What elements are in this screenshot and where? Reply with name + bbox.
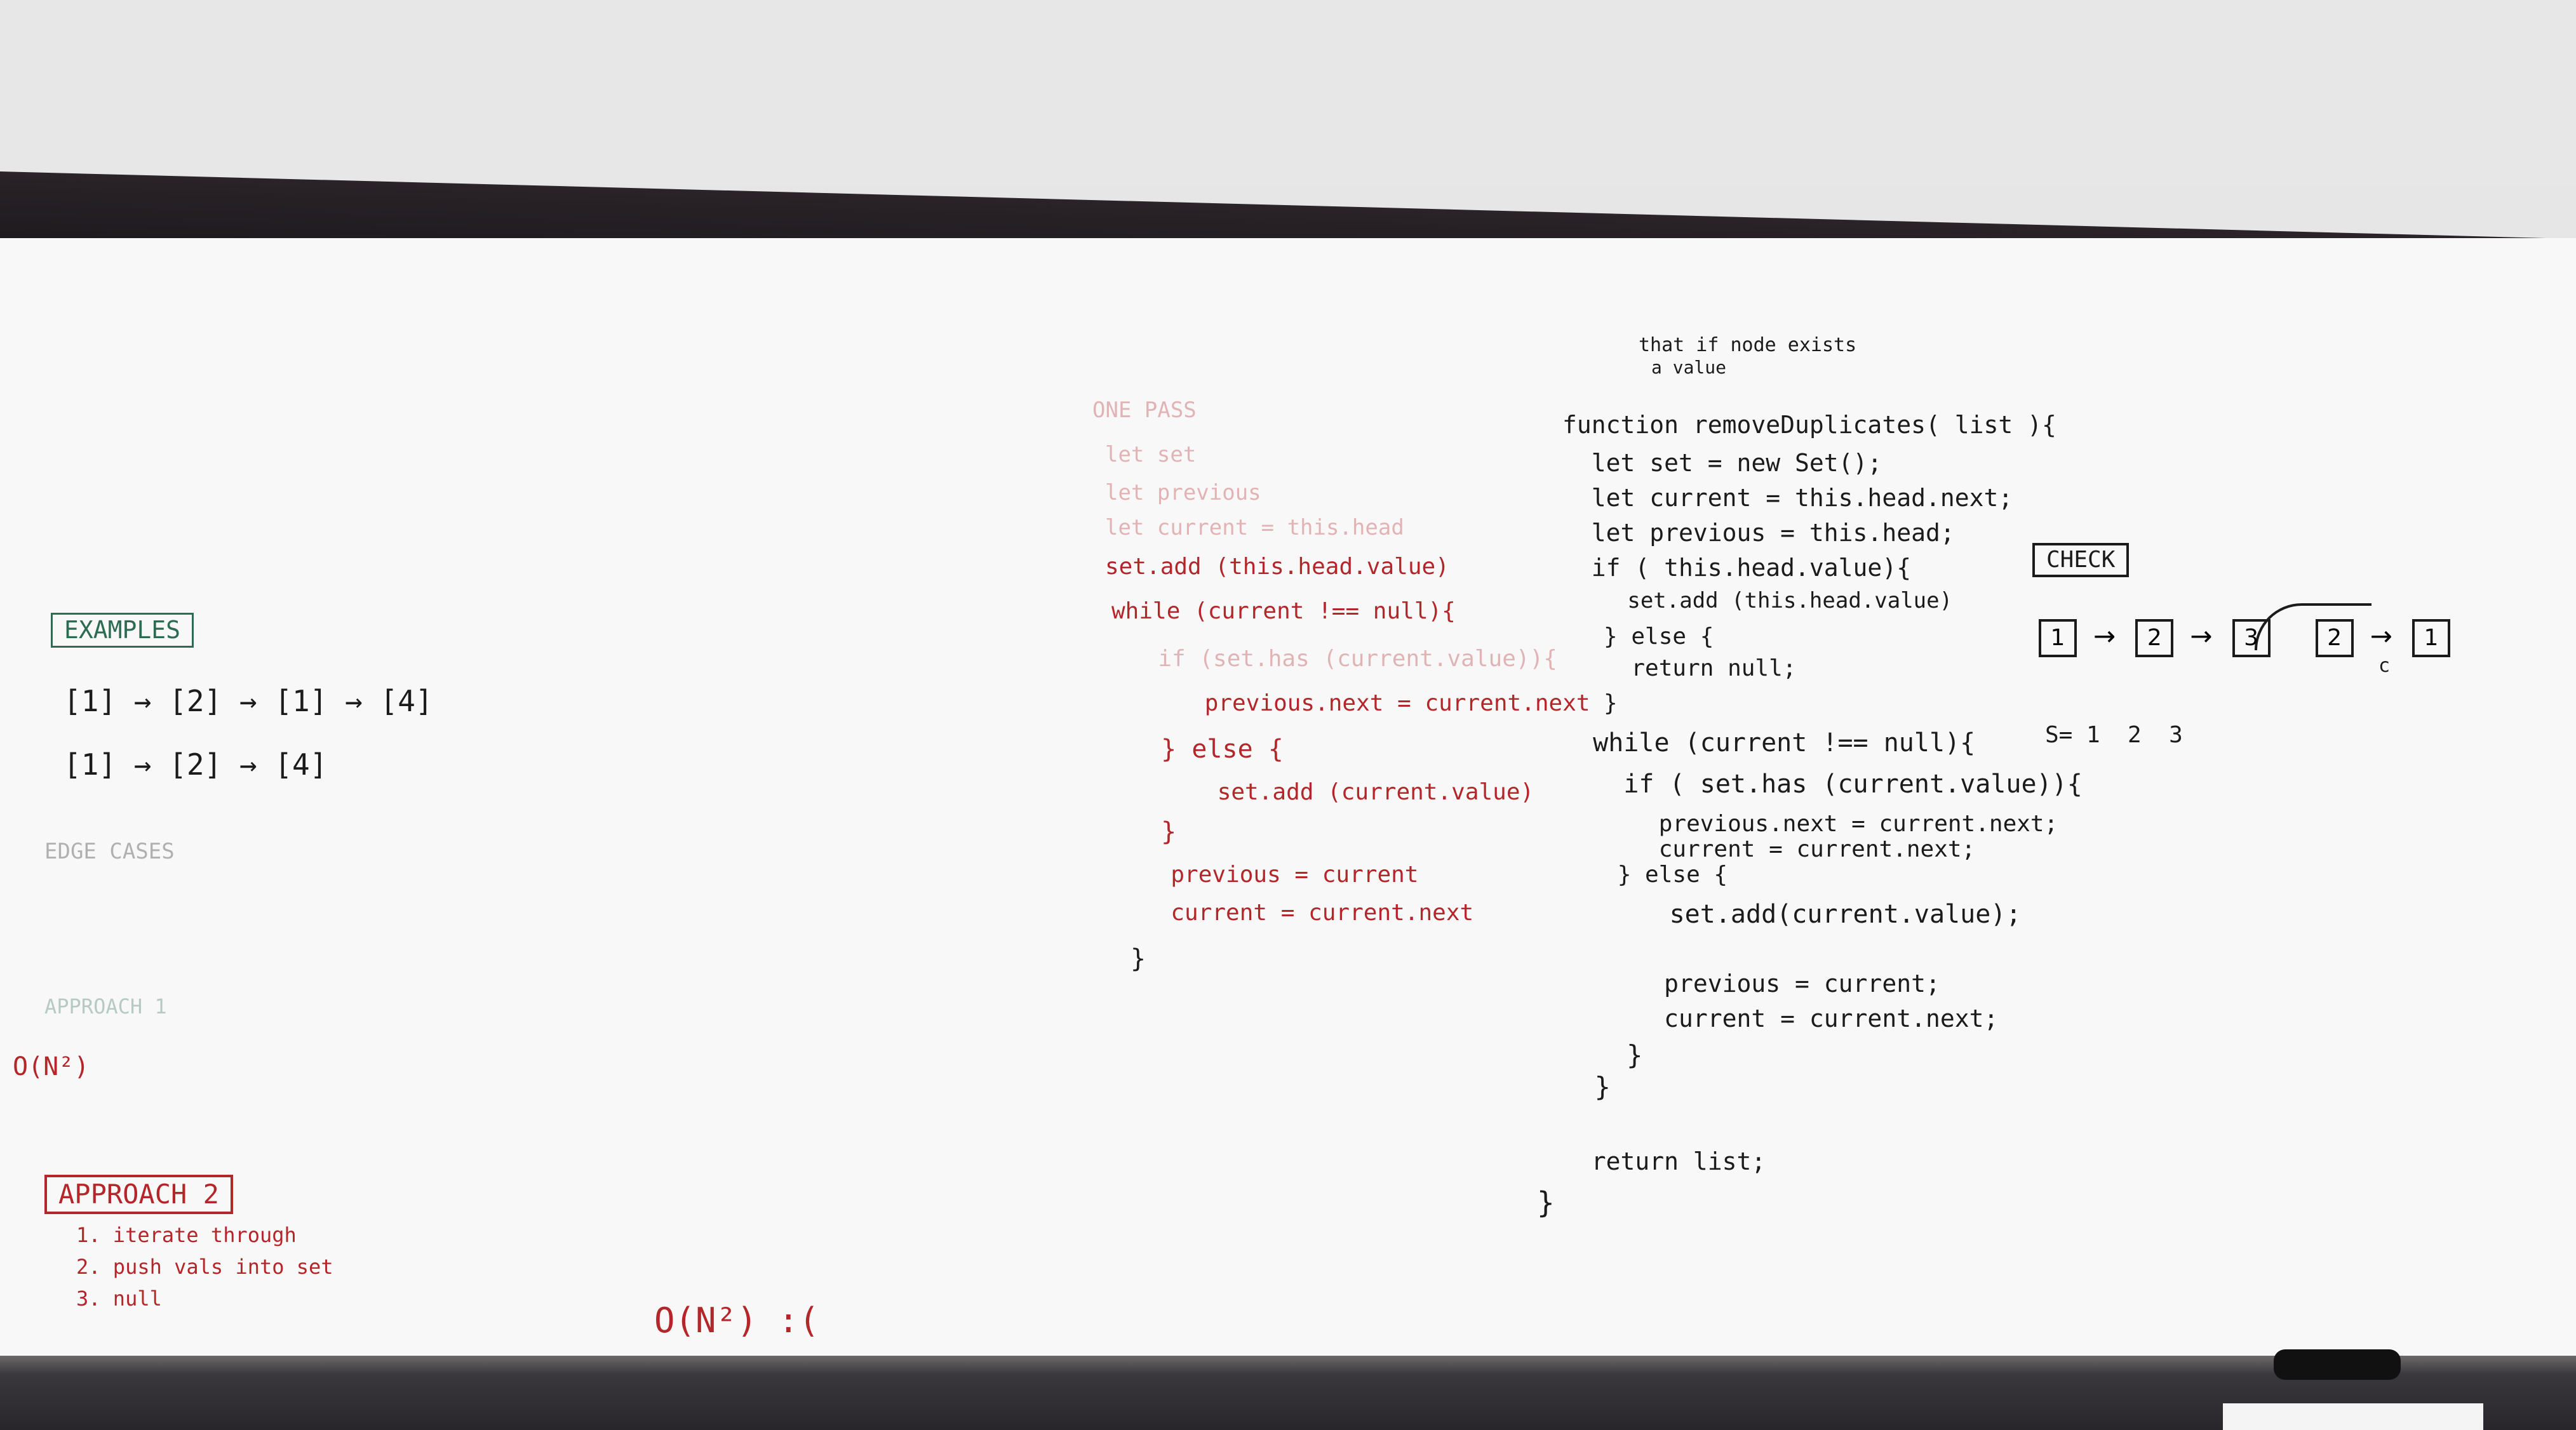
red-line-7: previous.next = current.next bbox=[1150, 690, 1590, 716]
red-line-12: current = current.next bbox=[1143, 900, 1474, 926]
code-line-11: previous.next = current.next; bbox=[1562, 811, 2058, 837]
red-line-1: let set bbox=[1105, 442, 1197, 467]
code-line-18: } bbox=[1562, 1039, 1643, 1071]
code-comment-1: that if node exists bbox=[1639, 334, 1857, 356]
red-line-9: set.add (current.value) bbox=[1162, 779, 1534, 805]
red-line-6: if (set.has (current.value)){ bbox=[1130, 646, 1557, 672]
code-line-9: while (current !== null){ bbox=[1562, 728, 1976, 758]
linked-list-diagram: 1 → 2 → 3 2 → 1 bbox=[2039, 619, 2467, 657]
code-comment-2: a value bbox=[1651, 357, 1727, 378]
edge-cases-label: EDGE CASES bbox=[44, 839, 175, 864]
check-region: CHECK 1 → 2 → 3 2 → 1 c S= 1 2 3 bbox=[2026, 543, 2547, 1064]
eraser bbox=[2274, 1349, 2401, 1380]
tray-label-strip bbox=[2223, 1403, 2483, 1430]
approach-1-label: APPROACH 1 bbox=[44, 994, 167, 1019]
approach-2-step-1: 1. iterate through bbox=[76, 1223, 297, 1247]
code-line-7: return null; bbox=[1562, 655, 1797, 681]
check-label: CHECK bbox=[2032, 543, 2130, 578]
example-1: [1] → [2] → [1] → [4] bbox=[64, 684, 433, 718]
code-line-3: let previous = this.head; bbox=[1562, 519, 1955, 547]
arrow-icon: → bbox=[2093, 620, 2116, 652]
red-code-block: ONE PASS let set let previous let curren… bbox=[1092, 397, 1590, 1159]
red-line-8: } else { bbox=[1130, 735, 1284, 764]
code-line-5: set.add (this.head.value) bbox=[1562, 588, 1953, 613]
red-line-2: let previous bbox=[1105, 480, 1261, 505]
code-line-14: set.add(current.value); bbox=[1562, 900, 2022, 929]
red-line-3: let current = this.head bbox=[1105, 515, 1404, 540]
code-line-21: return list; bbox=[1562, 1147, 1766, 1175]
example-2: [1] → [2] → [4] bbox=[64, 747, 328, 782]
red-line-13: } bbox=[1130, 944, 1146, 973]
list-node: 2 bbox=[2315, 619, 2354, 657]
arrow-icon: → bbox=[2190, 620, 2213, 652]
set-state: S= 1 2 3 bbox=[2045, 722, 2183, 748]
whiteboard: EXAMPLES [1] → [2] → [1] → [4] [1] → [2]… bbox=[0, 238, 2576, 1356]
examples-label: EXAMPLES bbox=[51, 613, 194, 648]
code-line-13: } else { bbox=[1562, 862, 1728, 888]
code-line-22: } bbox=[1537, 1186, 1555, 1220]
red-line-10: } bbox=[1130, 817, 1177, 846]
left-notes: EXAMPLES [1] → [2] → [1] → [4] [1] → [2]… bbox=[13, 613, 483, 1362]
code-line-0: function removeDuplicates( list ){ bbox=[1562, 411, 2056, 439]
code-line-1: let set = new Set(); bbox=[1562, 449, 1882, 477]
red-line-11: previous = current bbox=[1143, 862, 1419, 888]
pointer-label: c bbox=[2378, 655, 2391, 677]
approach-2-step-2: 2. push vals into set bbox=[76, 1255, 333, 1279]
red-line-5: while (current !== null){ bbox=[1111, 598, 1456, 624]
list-node: 3 bbox=[2232, 619, 2271, 657]
code-line-6: } else { bbox=[1562, 624, 1714, 650]
arrow-icon: → bbox=[2370, 620, 2392, 652]
wall bbox=[0, 0, 2576, 184]
code-line-8: } bbox=[1562, 690, 1618, 716]
code-line-17: current = current.next; bbox=[1562, 1005, 1999, 1032]
code-line-10: if ( set.has (current.value)){ bbox=[1562, 770, 2083, 799]
middle-notes: O(N²) :( bbox=[546, 429, 1029, 1340]
approach-2-label: APPROACH 2 bbox=[44, 1175, 233, 1214]
approach-2-step-3: 3. null bbox=[76, 1286, 162, 1311]
code-line-16: previous = current; bbox=[1562, 970, 1940, 998]
list-node: 1 bbox=[2412, 619, 2450, 657]
code-line-12: current = current.next; bbox=[1562, 836, 1976, 862]
red-line-4: set.add (this.head.value) bbox=[1105, 554, 1449, 580]
code-line-2: let current = this.head.next; bbox=[1562, 484, 2013, 512]
whiteboard-marker-tray bbox=[0, 1356, 2576, 1430]
list-node: 2 bbox=[2135, 619, 2174, 657]
code-line-4: if ( this.head.value){ bbox=[1562, 554, 1912, 582]
list-node: 1 bbox=[2039, 619, 2077, 657]
code-line-19: } bbox=[1562, 1071, 1611, 1102]
left-complexity: O(N²) bbox=[13, 1052, 90, 1081]
middle-complexity: O(N²) :( bbox=[654, 1300, 820, 1340]
red-line-0: ONE PASS bbox=[1092, 398, 1197, 423]
main-code: that if node exists a value function rem… bbox=[1524, 333, 2096, 1254]
